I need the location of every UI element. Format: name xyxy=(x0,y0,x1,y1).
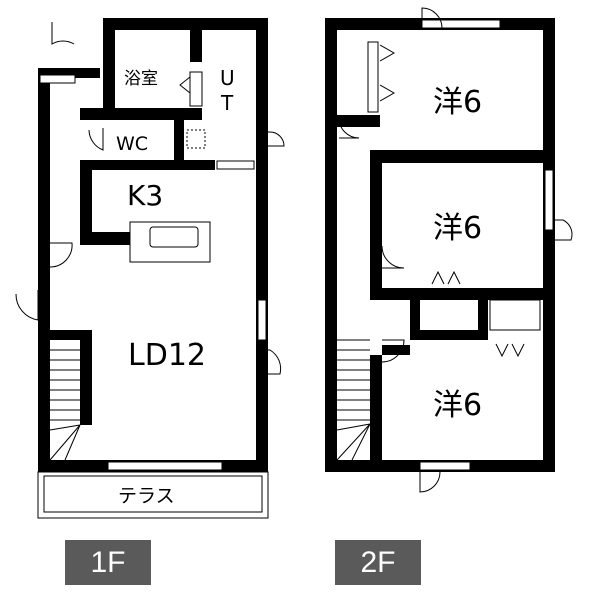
door-swing[interactable] xyxy=(258,349,282,375)
wall xyxy=(80,108,202,120)
door-frame xyxy=(39,74,76,84)
wall xyxy=(410,330,480,340)
door-swing[interactable] xyxy=(15,290,39,321)
window xyxy=(189,71,203,107)
wall xyxy=(382,345,410,355)
wall xyxy=(370,150,382,300)
door-swing[interactable] xyxy=(381,339,405,363)
room-label-kitchen: K3 xyxy=(127,179,163,212)
room-label-living: LD12 xyxy=(128,338,206,373)
closet-marker xyxy=(379,44,525,358)
floor-1f: 浴室 U T WC K3 LD12 テラス xyxy=(15,18,285,519)
room-label-utility-t: T xyxy=(220,91,234,115)
terrace-inner xyxy=(43,475,263,513)
room-label-western-2: 洋6 xyxy=(433,211,482,246)
room-label-terrace: テラス xyxy=(118,485,175,507)
closet-door xyxy=(489,299,541,331)
window xyxy=(544,169,554,231)
door-swing[interactable] xyxy=(338,117,360,139)
door-swing[interactable] xyxy=(88,128,104,151)
room-label-wc: WC xyxy=(116,133,148,155)
sink xyxy=(149,226,199,248)
door-swing[interactable] xyxy=(421,7,443,29)
floor-badge-2f: 2F xyxy=(335,540,421,585)
room-label-bath: 浴室 xyxy=(124,69,158,89)
wall xyxy=(174,108,184,168)
floor-2f: 洋6 洋6 洋6 xyxy=(325,7,573,493)
door-swing[interactable] xyxy=(419,471,441,493)
wall xyxy=(80,232,130,245)
door-swing[interactable] xyxy=(49,242,73,268)
door-swing[interactable] xyxy=(553,219,573,241)
wall xyxy=(103,18,268,30)
wall xyxy=(50,330,92,340)
window xyxy=(421,19,501,29)
wall xyxy=(410,288,420,340)
wall xyxy=(190,30,202,62)
wall xyxy=(80,160,92,245)
wall xyxy=(370,150,555,163)
room-label-western-3: 洋6 xyxy=(433,388,482,423)
wall xyxy=(337,115,380,127)
wall xyxy=(543,18,555,472)
door-swing[interactable] xyxy=(258,131,285,147)
wall xyxy=(80,330,92,425)
room-label-western-1: 洋6 xyxy=(433,85,482,120)
floor-badge-1f: 1F xyxy=(65,540,151,585)
door-swing[interactable] xyxy=(381,245,405,269)
wall xyxy=(370,355,382,465)
wall xyxy=(80,160,215,170)
stairs xyxy=(49,349,81,461)
wall xyxy=(103,18,115,118)
room-label-utility-u: U xyxy=(220,66,235,90)
closet-door xyxy=(367,41,379,113)
wall xyxy=(256,18,268,472)
door-swing xyxy=(179,75,191,95)
wall xyxy=(478,288,488,340)
door-swing[interactable] xyxy=(51,22,75,45)
stairs xyxy=(336,339,371,461)
window xyxy=(419,461,471,471)
window xyxy=(107,461,223,471)
wall xyxy=(370,288,555,300)
wall xyxy=(38,70,50,472)
wall xyxy=(38,68,100,78)
wall xyxy=(325,18,337,472)
drain-icon xyxy=(186,129,206,149)
terrace xyxy=(37,471,269,519)
window xyxy=(257,299,267,341)
window xyxy=(216,160,255,170)
